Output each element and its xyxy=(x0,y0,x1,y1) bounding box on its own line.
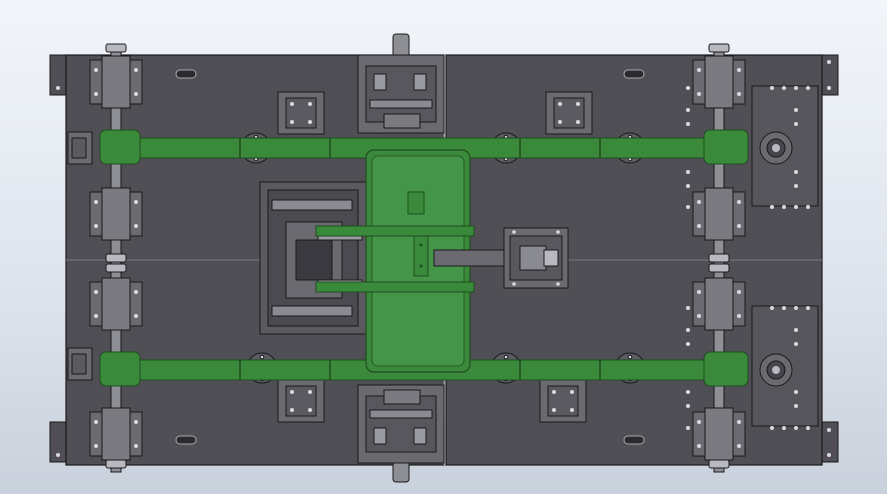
pillow-block xyxy=(89,407,143,461)
bracket xyxy=(545,91,593,135)
rail-end-right-top xyxy=(703,129,749,165)
center-gripper-mechanism xyxy=(259,181,367,335)
pillow-blocks xyxy=(89,55,746,461)
bracket xyxy=(539,379,587,423)
rail-end-left-top xyxy=(99,129,141,165)
pillow-block xyxy=(692,55,746,109)
green-carriage xyxy=(315,149,475,373)
gear-hub xyxy=(759,131,793,165)
rail-end-right-bottom xyxy=(703,351,749,387)
pillow-block xyxy=(692,277,746,331)
pillow-block xyxy=(692,407,746,461)
pillow-block xyxy=(89,55,143,109)
extension-arm xyxy=(433,227,569,289)
pillow-block xyxy=(89,277,143,331)
gear-hub xyxy=(759,353,793,387)
left-motor-mounts xyxy=(67,131,93,381)
right-gear-housings xyxy=(686,85,819,430)
center-bottom-drive xyxy=(357,384,445,483)
pillow-block xyxy=(89,187,143,241)
pillow-block xyxy=(692,187,746,241)
bracket xyxy=(277,379,325,423)
center-top-drive xyxy=(357,33,445,134)
bracket xyxy=(277,91,325,135)
rail-end-left-bottom xyxy=(99,351,141,387)
